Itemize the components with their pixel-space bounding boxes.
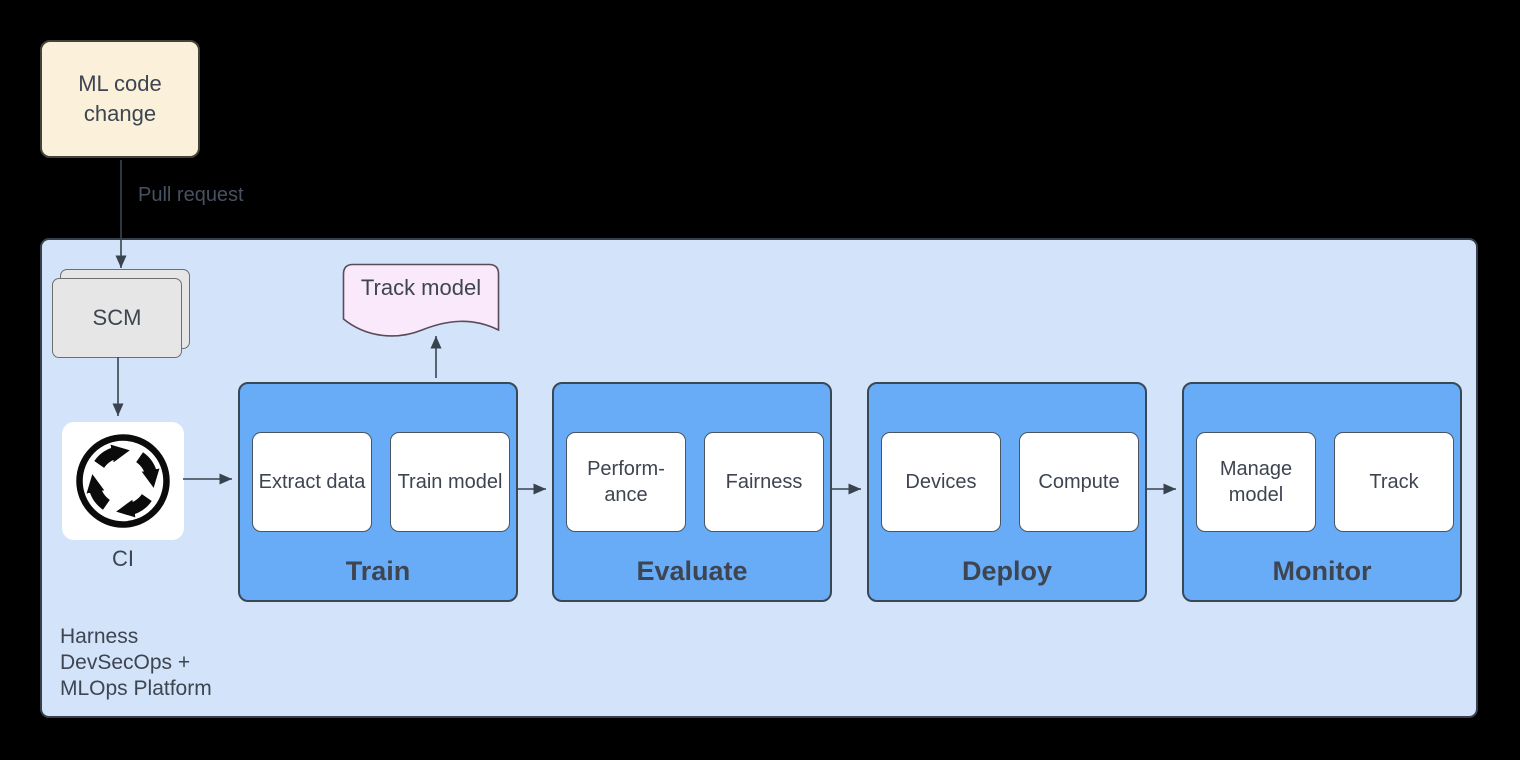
ci-node: [62, 422, 184, 540]
ml-code-change-node: ML code change: [40, 40, 200, 158]
step-label: Compute: [1038, 471, 1120, 493]
step-label: Devices: [905, 471, 977, 493]
stage-deploy: Devices Compute Deploy: [867, 382, 1147, 602]
ml-code-change-label: ML code change: [78, 71, 162, 126]
stage-deploy-label: Deploy: [961, 556, 1053, 586]
step-card-manage-model: Manage model: [1196, 432, 1316, 532]
step-label: Fairness: [725, 471, 803, 493]
step-card-performance: Perform-ance: [566, 432, 686, 532]
stage-monitor-label: Monitor: [1272, 556, 1372, 586]
track-model-document-node: Track model: [342, 262, 500, 342]
pull-request-edge-label: Pull request: [138, 184, 244, 206]
platform-title: Harness DevSecOps + MLOps Platform: [60, 625, 212, 700]
document-shape: [342, 263, 500, 337]
cycle-arrows-icon: [76, 434, 170, 528]
step-label: Train model: [397, 471, 503, 493]
step-card-compute: Compute: [1019, 432, 1139, 532]
step-label: Extract data: [258, 471, 366, 493]
step-card-fairness: Fairness: [704, 432, 824, 532]
step-card-track: Track: [1334, 432, 1454, 532]
step-label: Manage model: [1219, 458, 1293, 506]
stage-monitor: Manage model Track Monitor: [1182, 382, 1462, 602]
step-card-extract-data: Extract data: [252, 432, 372, 532]
step-card-train-model: Train model: [390, 432, 510, 532]
platform-container: SCM CI Track model Extract: [40, 238, 1478, 718]
scm-label: SCM: [92, 305, 142, 330]
stage-train: Extract data Train model Train: [238, 382, 518, 602]
stage-evaluate-label: Evaluate: [636, 556, 748, 586]
ci-label: CI: [112, 546, 134, 571]
step-card-devices: Devices: [881, 432, 1001, 532]
stage-evaluate: Perform-ance Fairness Evaluate: [552, 382, 832, 602]
stage-train-label: Train: [345, 556, 411, 586]
step-label: Perform-ance: [587, 458, 665, 506]
track-model-label: Track model: [360, 275, 482, 300]
scm-node: SCM: [52, 278, 182, 358]
step-label: Track: [1369, 471, 1419, 493]
